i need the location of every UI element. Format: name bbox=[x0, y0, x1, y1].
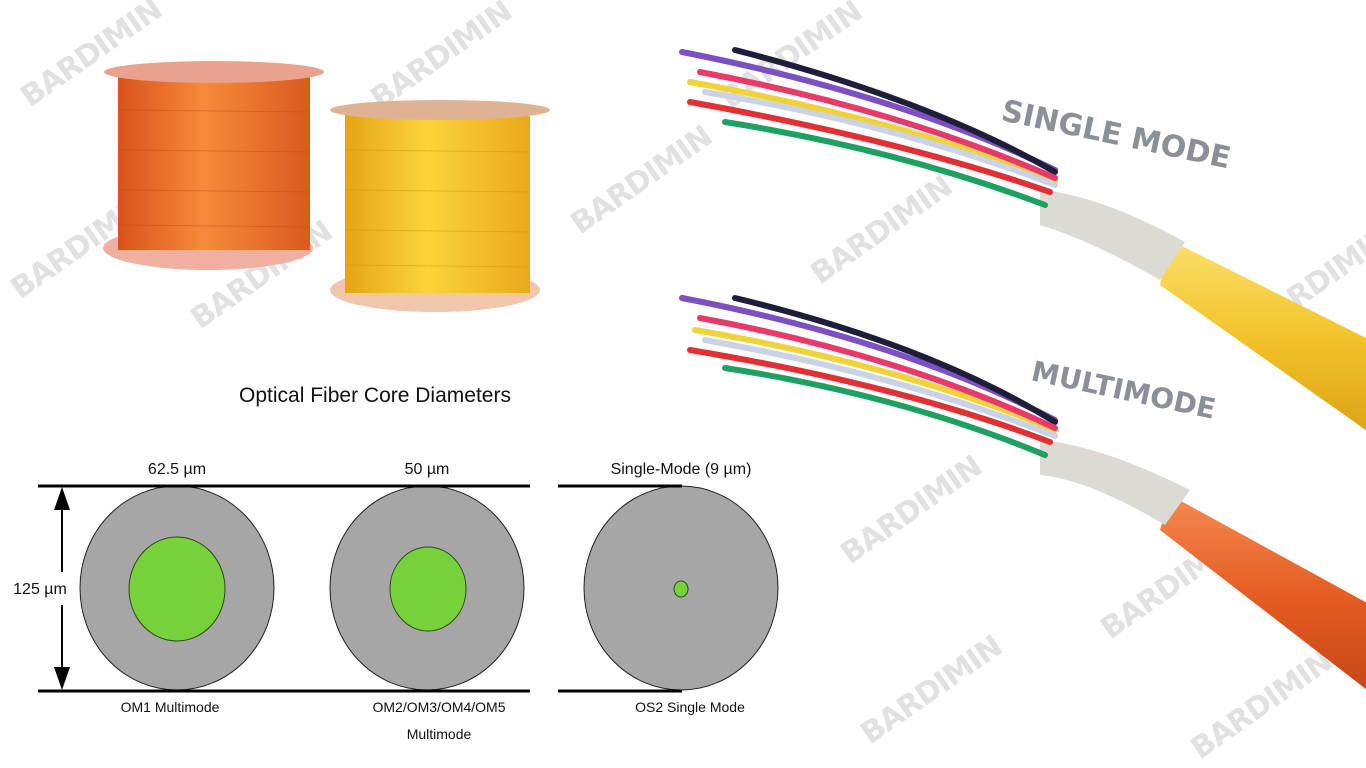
om1-type-label: OM1 Multimode bbox=[121, 699, 220, 715]
svg-text:BARDIMIN: BARDIMIN bbox=[565, 119, 719, 241]
multimode-label: MULTIMODE bbox=[1029, 355, 1219, 426]
dimension-arrow bbox=[54, 487, 70, 690]
om1-core bbox=[128, 536, 226, 642]
svg-text:BARDIMIN: BARDIMIN bbox=[855, 629, 1009, 751]
diagram-title: Optical Fiber Core Diameters bbox=[239, 384, 511, 407]
multimode-cable bbox=[679, 295, 1366, 690]
core-diameter-diagram: Optical Fiber Core Diameters 125 µm 62.5… bbox=[13, 384, 779, 742]
om2-type-label-2: Multimode bbox=[407, 726, 472, 742]
om2-type-label: OM2/OM3/OM4/OM5 bbox=[372, 699, 505, 715]
single-mode-label: SINGLE MODE bbox=[998, 94, 1233, 177]
om2-core bbox=[389, 546, 467, 632]
svg-text:BARDIMIN: BARDIMIN bbox=[1185, 644, 1339, 766]
om1-core-label: 62.5 µm bbox=[148, 461, 206, 478]
svg-text:BARDIMIN: BARDIMIN bbox=[365, 0, 519, 117]
yellow-fiber-spool bbox=[330, 100, 550, 312]
cladding-label: 125 µm bbox=[13, 581, 67, 598]
svg-text:BARDIMIN: BARDIMIN bbox=[805, 169, 959, 291]
os2-core bbox=[673, 580, 689, 598]
single-mode-cable bbox=[679, 47, 1366, 431]
os2-type-label: OS2 Single Mode bbox=[635, 699, 745, 715]
om2-core-label: 50 µm bbox=[405, 461, 450, 478]
os2-core-label: Single-Mode (9 µm) bbox=[611, 461, 752, 478]
svg-text:BARDIMIN: BARDIMIN bbox=[835, 449, 989, 571]
orange-fiber-spool bbox=[103, 61, 324, 270]
